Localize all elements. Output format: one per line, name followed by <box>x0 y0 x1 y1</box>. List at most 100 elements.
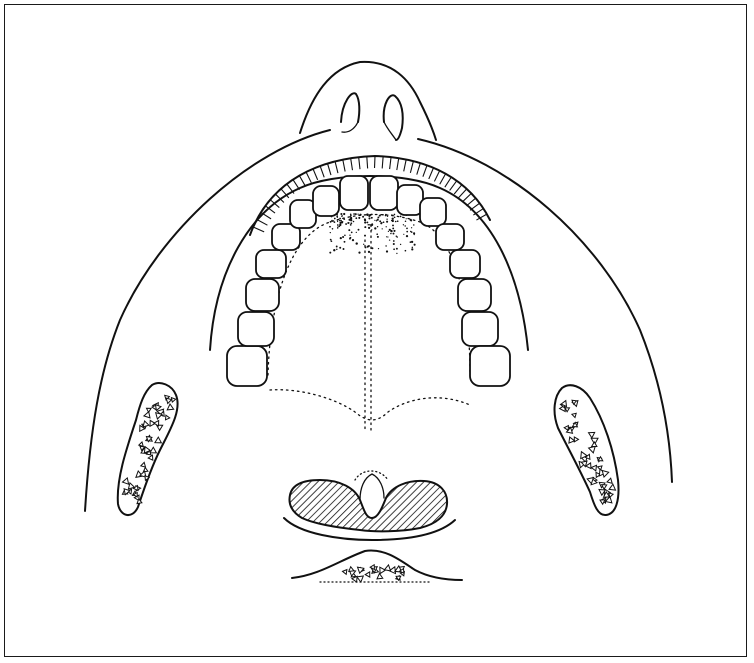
vertebra-section <box>292 551 462 582</box>
ruga-dot <box>371 214 373 216</box>
tooth-right-6 <box>420 198 446 226</box>
lip-tick <box>417 163 421 174</box>
tooth-left-4 <box>256 250 286 278</box>
ruga-dot <box>353 221 355 223</box>
ruga-dot <box>405 221 407 223</box>
ruga-dot <box>337 217 338 218</box>
ruga-dot <box>391 220 392 221</box>
bone-grain <box>589 432 595 438</box>
ruga-dot <box>392 227 394 229</box>
ruga-dot <box>349 235 350 236</box>
ruga-dot <box>406 228 408 230</box>
ruga-dot <box>411 248 413 250</box>
ruga-dot <box>350 217 352 219</box>
ruga-dot <box>385 245 386 246</box>
ruga-dot <box>331 220 333 222</box>
ruga-dot <box>393 248 395 250</box>
tooth-right-1 <box>470 346 510 386</box>
bone-grain <box>139 442 143 446</box>
ruga-dot <box>348 222 349 223</box>
ruga-dot <box>330 232 331 233</box>
ruga-dot <box>392 224 394 226</box>
ruga-dot <box>389 239 390 240</box>
ruga-dot <box>393 233 395 235</box>
ruga-dot <box>342 236 344 238</box>
ruga-dot <box>329 226 331 228</box>
ruga-dot <box>340 237 342 239</box>
lip-tick <box>253 227 264 232</box>
ruga-dot <box>400 244 401 245</box>
ruga-dot <box>389 229 391 231</box>
ruga-dot <box>339 218 341 220</box>
ruga-dot <box>365 246 367 248</box>
ruga-dot <box>352 239 354 241</box>
tooth-right-5 <box>436 224 464 250</box>
ruga-dot <box>334 221 336 223</box>
bone-grain <box>365 572 370 577</box>
tooth-right-8 <box>370 176 398 210</box>
ruga-dot <box>369 224 371 226</box>
ruga-dot <box>381 222 382 223</box>
ruga-dot <box>394 216 396 218</box>
ruga-dot <box>356 242 358 244</box>
lip-tick <box>410 161 413 173</box>
ruga-dot <box>413 224 414 225</box>
ruga-dot <box>393 230 395 232</box>
ruga-dot <box>391 214 393 216</box>
lip-tick <box>359 157 360 169</box>
ruga-dot <box>348 229 350 231</box>
bone-grain <box>370 565 374 570</box>
tooth-left-1 <box>227 346 267 386</box>
ruga-dot <box>412 247 413 248</box>
ruga-dot <box>393 240 395 242</box>
ruga-dot <box>330 239 332 241</box>
ruga-dot <box>376 233 378 235</box>
ruga-dot <box>379 220 381 222</box>
ruga-dot <box>338 225 340 227</box>
lip-tick <box>404 160 406 172</box>
ruga-dot <box>353 213 355 215</box>
ruga-dot <box>362 216 364 218</box>
bone-grain <box>602 471 609 478</box>
nose-tip <box>300 62 436 140</box>
ruga-dot <box>356 232 357 233</box>
lip-tick <box>367 156 368 168</box>
ruga-dot <box>336 249 337 250</box>
bone-grain <box>380 567 386 573</box>
ruga-dot <box>366 213 368 215</box>
tooth-right-2 <box>462 312 498 346</box>
ruga-dot <box>368 227 370 229</box>
ruga-dot <box>350 222 352 224</box>
ruga-dot <box>396 253 397 254</box>
ruga-dot <box>382 214 384 216</box>
ruga-dot <box>386 219 387 220</box>
lip-tick <box>423 165 427 176</box>
bone-grain <box>154 421 159 427</box>
ruga-dot <box>355 217 357 219</box>
ruga-dot <box>405 250 407 252</box>
ruga-dot <box>392 218 394 220</box>
ruga-dot <box>358 252 360 254</box>
ruga-dot <box>368 251 370 253</box>
ruga-dot <box>343 213 345 215</box>
bone-grain <box>572 413 576 417</box>
bone-grain <box>155 437 162 443</box>
ruga-dot <box>363 244 364 245</box>
bone-grain <box>134 486 139 491</box>
ruga-dot <box>371 247 373 249</box>
ruga-dot <box>368 217 370 219</box>
ruga-dot <box>378 248 379 249</box>
ruga-dot <box>371 224 373 226</box>
ruga-dot <box>386 250 388 252</box>
bone-grain <box>357 576 363 582</box>
bone-grain <box>589 446 596 453</box>
bone-grain <box>167 404 174 410</box>
ruga-dot <box>410 219 412 221</box>
lip-tick <box>306 172 311 183</box>
ruga-dot <box>359 214 361 216</box>
bone-grain <box>574 437 578 442</box>
ruga-dot <box>368 215 370 217</box>
ruga-dot <box>344 235 346 237</box>
bone-grain <box>377 574 383 579</box>
ruga-dot <box>339 247 341 249</box>
